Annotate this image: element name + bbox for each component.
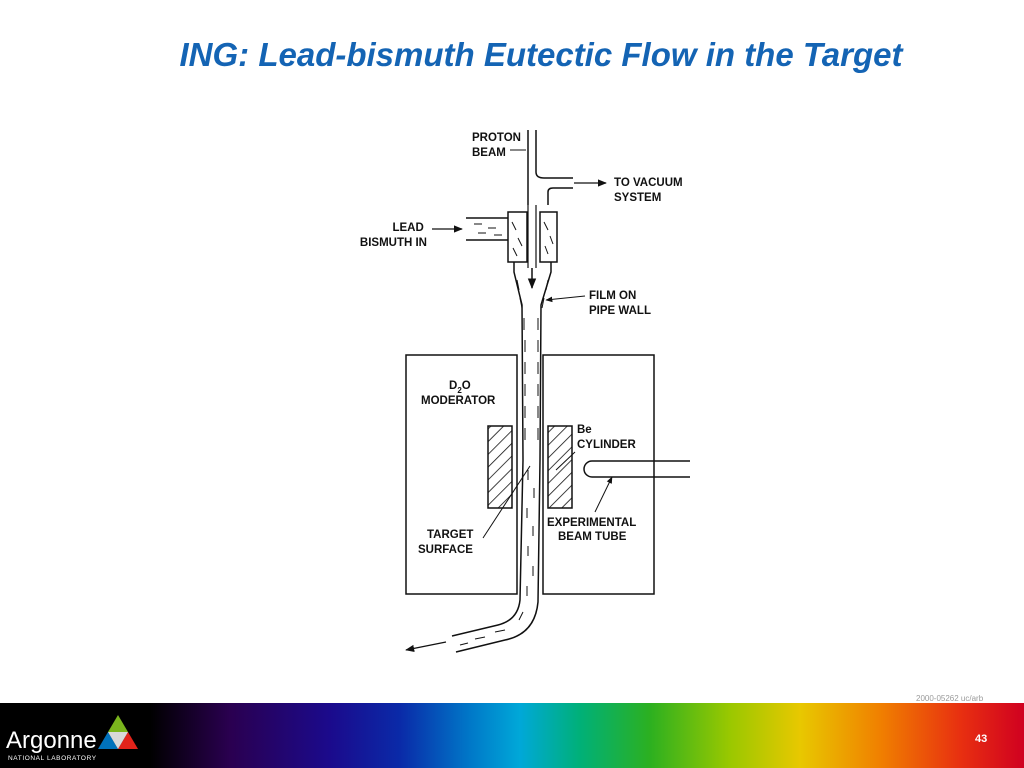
film-leader [545,295,586,303]
document-code: 2000-05262 uc/arb [916,694,984,703]
moderator-tank-left [405,354,518,595]
wall-film-dashes [516,279,549,440]
label-proton-beam: PROTON BEAM [472,132,524,159]
outflow-dashes [459,470,535,646]
argonne-logo: Argonne NATIONAL LABORATORY [6,713,146,763]
label-film-on-pipe-wall: FILM ON PIPE WALL [589,290,651,317]
logo-triangle-icon [98,715,138,749]
logo-wordmark: Argonne [6,727,97,754]
label-to-vacuum-system: TO VACUUM SYSTEM [614,177,686,204]
feed-header-right [539,211,558,263]
inlet-flow-dashes [474,221,554,257]
label-d2o-moderator: D2O MODERATOR [421,380,496,407]
target-flow-diagram: PROTON BEAM TO VACUUM SYSTEM LEAD BISMUT… [360,130,690,653]
be-cylinder-leader [555,451,576,471]
label-lead-bismuth-in: LEAD BISMUTH IN [360,222,427,249]
be-cylinder-left [487,425,513,509]
feed-header-left [507,211,528,263]
page-number: 43 [975,733,988,745]
vacuum-pipe [535,171,573,205]
label-target-surface: TARGET SURFACE [418,529,477,556]
funnel-left-wall [513,262,524,461]
footer-bar: Argonne NATIONAL LABORATORY 43 [0,703,1024,768]
inner-beam-pipe [527,205,537,268]
slide-title: ING: Lead-bismuth Eutectic Flow in the T… [179,36,903,73]
outflow-pipe-left-wall [451,459,524,637]
moderator-tank-right [542,354,655,595]
label-be-cylinder: Be CYLINDER [577,424,636,451]
label-experimental-beam-tube: EXPERIMENTAL BEAM TUBE [547,517,639,543]
experimental-beam-tube [583,460,690,478]
be-cylinder-right [547,425,573,509]
logo-subtext: NATIONAL LABORATORY [8,755,97,762]
target-surface-leader [482,465,531,539]
outflow-arrow [405,641,447,652]
outflow-pipe-right-wall [455,459,541,653]
beam-tube-leader [594,476,613,513]
lead-bismuth-inlet-pipe [466,217,508,241]
